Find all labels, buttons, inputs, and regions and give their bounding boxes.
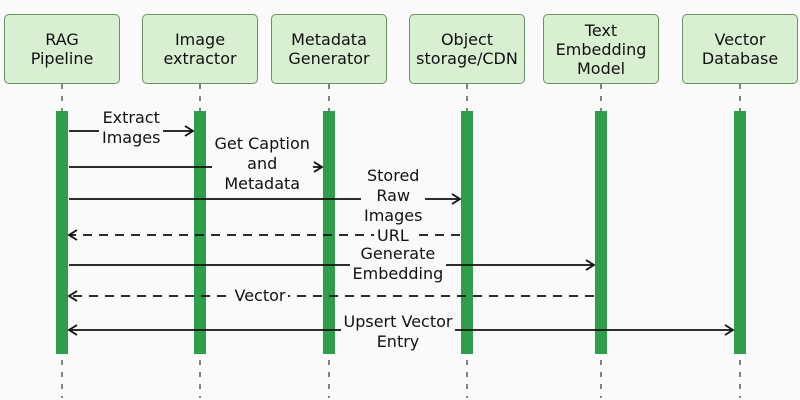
activation-bar-obj [461,111,473,354]
message-label: Vector [231,286,289,306]
participant-label-line: Database [701,49,779,68]
activation-bar-emb [595,111,607,354]
participant-label-line: Pipeline [30,49,94,68]
participant-label-line: extractor [163,49,237,68]
participant-label-line: Text [584,20,618,40]
message-label-line: Images [364,206,423,225]
participant-label-line: storage/CDN [416,49,518,68]
message-label-line: Entry [376,332,420,351]
participant-label-line: Object [440,30,494,49]
message-label-line: Extract [102,108,160,127]
message-label-line: Stored [367,166,420,185]
participant-label-line: Embedding [555,39,647,59]
message-label-line: Metadata [224,174,301,193]
participant-label-line: Vector [714,30,766,49]
participant-label-line: RAG [45,30,79,49]
activation-bar-vdb [734,111,746,354]
message-label-line: Vector [234,286,286,305]
message-label-line: and [247,154,278,173]
message-label-line: Embedding [352,264,444,283]
message-label: URL [374,226,412,246]
activation-bar-img [194,111,206,354]
message-label-line: Images [102,128,161,147]
participant-label-line: Generator [288,49,370,68]
message-label-line: Get Caption [214,134,310,153]
participant-label-line: Image [174,30,226,49]
message-label-line: Raw [376,186,411,205]
participant-label-line: Metadata [291,30,367,49]
activation-bar-rag [56,111,68,354]
message-label-line: URL [377,226,409,245]
message-label-line: Upsert Vector [343,312,453,331]
participant-label-line: Model [576,58,626,78]
message-label-line: Generate [360,244,436,263]
activation-bar-meta [323,111,335,354]
